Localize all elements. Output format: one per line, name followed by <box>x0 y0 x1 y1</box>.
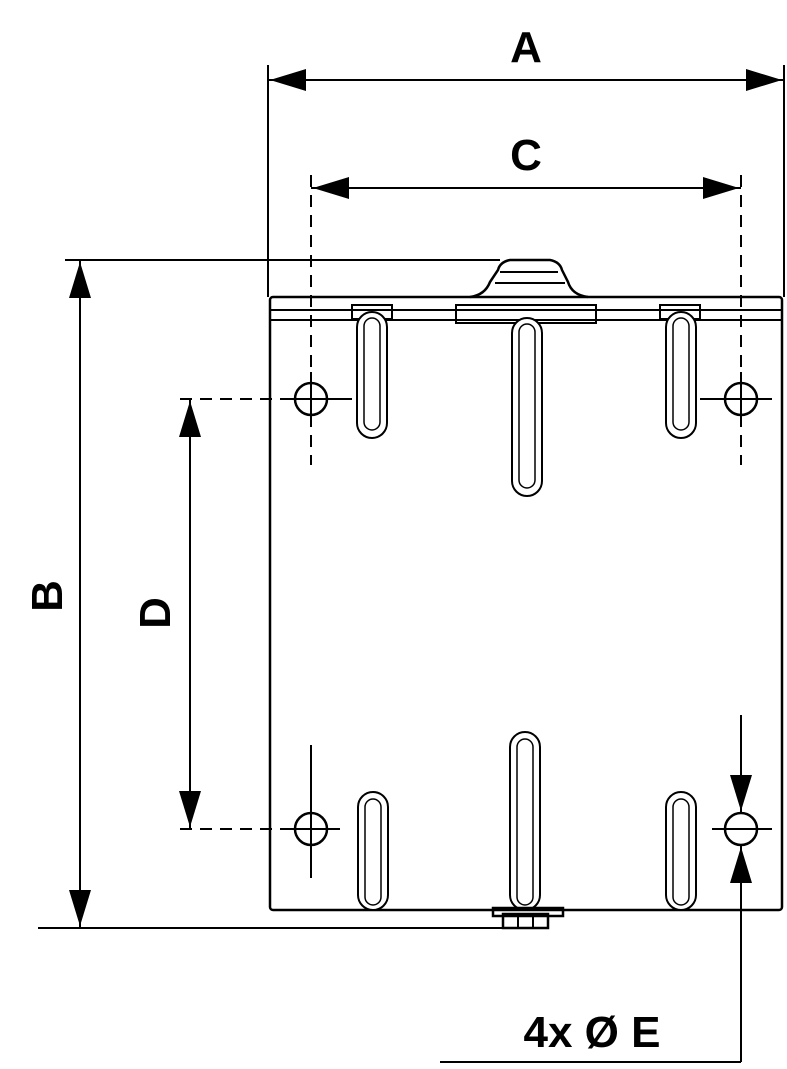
dimension-b-label: B <box>23 580 72 612</box>
slot-top-left <box>356 311 388 439</box>
mounting-plate <box>268 258 784 912</box>
mounting-hole-bottom-right <box>712 811 772 847</box>
dimension-d: D <box>131 399 201 829</box>
dimension-a-label: A <box>510 23 542 72</box>
slot-bottom-right <box>665 791 697 911</box>
dimension-d-label: D <box>131 597 180 629</box>
dimension-a: A <box>267 23 785 297</box>
slot-top-center <box>511 317 543 497</box>
bottom-nut <box>491 906 565 930</box>
dimension-c: C <box>311 131 741 199</box>
slot-bottom-center <box>509 731 541 911</box>
slot-top-right <box>665 311 697 439</box>
slot-bottom-left <box>357 791 389 911</box>
dimension-e-label: 4x Ø E <box>524 1008 661 1057</box>
centerlines <box>180 175 742 830</box>
dimension-b: B <box>23 259 510 929</box>
dimension-e: 4x Ø E <box>440 715 752 1063</box>
dimension-c-label: C <box>510 131 542 180</box>
mounting-hole-bottom-left <box>282 745 340 878</box>
